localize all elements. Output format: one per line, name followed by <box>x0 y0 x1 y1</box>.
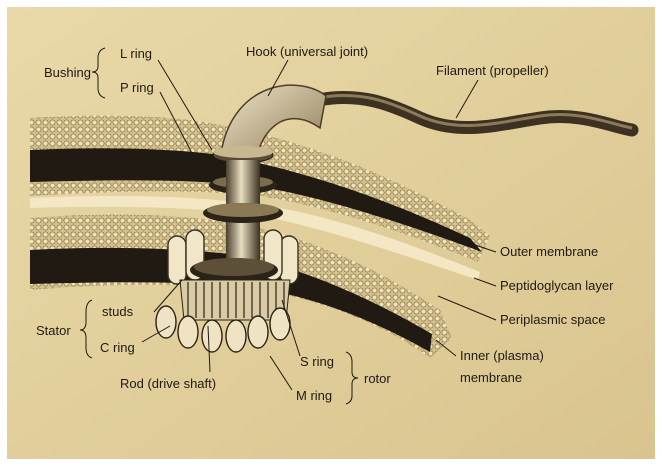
label-hook: Hook (universal joint) <box>246 44 368 59</box>
label-stator: Stator <box>36 323 71 338</box>
label-bushing: Bushing <box>44 65 91 80</box>
label-m-ring: M ring <box>296 388 332 403</box>
label-inner-membrane-line1: Inner (plasma) <box>460 348 544 363</box>
label-outer-membrane: Outer membrane <box>500 244 598 259</box>
label-c-ring: C ring <box>100 340 135 355</box>
label-s-ring: S ring <box>300 354 334 369</box>
label-inner-membrane-line2: membrane <box>460 370 522 385</box>
label-l-ring: L ring <box>120 46 152 61</box>
label-filament: Filament (propeller) <box>436 63 549 78</box>
label-peptidoglycan-layer: Peptidoglycan layer <box>500 278 614 293</box>
label-p-ring: P ring <box>120 80 154 95</box>
label-periplasmic-space: Periplasmic space <box>500 312 606 327</box>
label-rotor: rotor <box>364 371 391 386</box>
label-rod: Rod (drive shaft) <box>120 376 216 391</box>
label-studs: studs <box>102 304 134 319</box>
